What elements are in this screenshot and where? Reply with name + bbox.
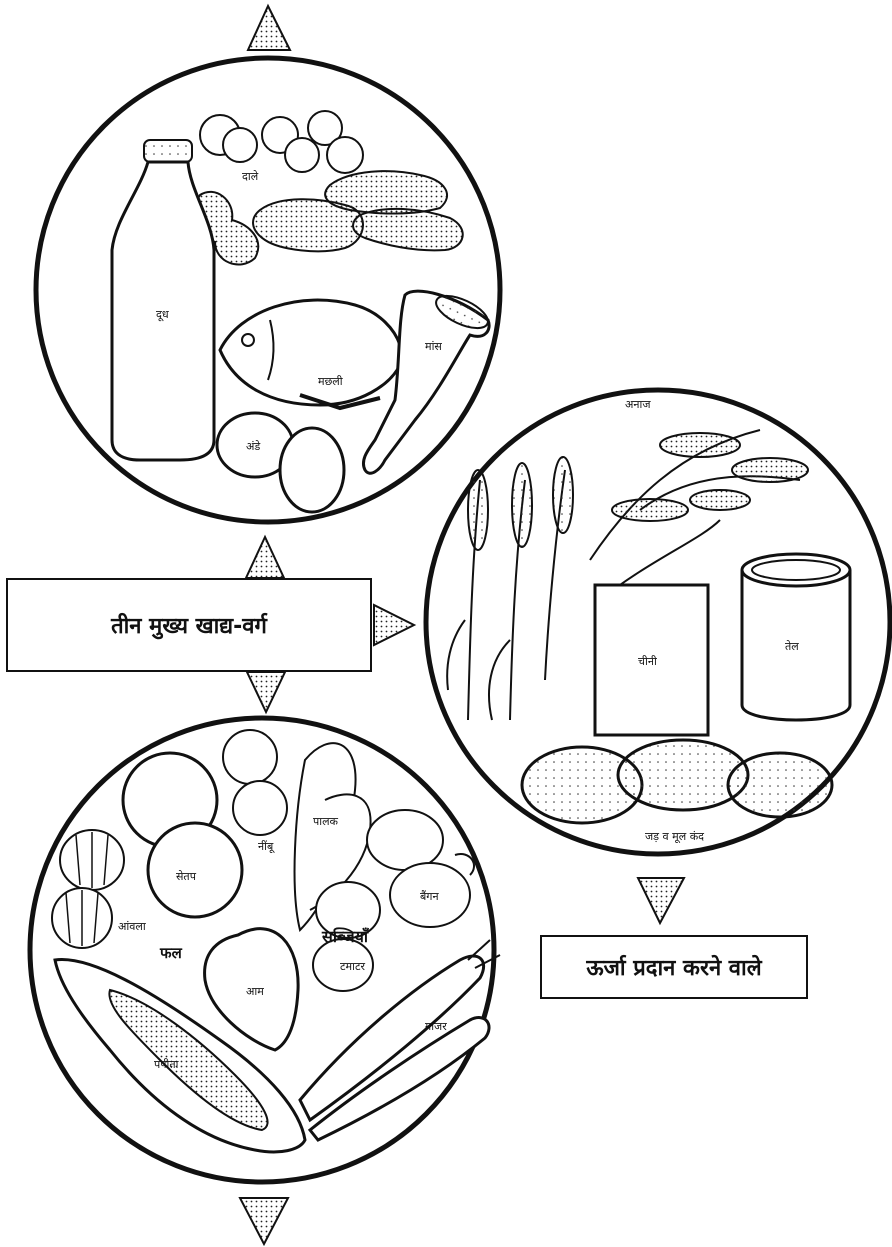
energy-caption-box: ऊर्जा प्रदान करने वाले (540, 935, 808, 999)
grain-label: अनाज (625, 398, 651, 411)
papaya-label: पपीता (154, 1058, 179, 1071)
lemon-label: नींबू (258, 840, 275, 854)
carrot-label: गाजर (425, 1020, 447, 1033)
spinach-label: पालक (313, 815, 339, 828)
sugar-label: चीनी (638, 655, 657, 668)
potatoes-illustration (522, 740, 832, 823)
milk-label: दूध (156, 308, 169, 322)
arrow-down-bottom (240, 1198, 288, 1244)
center-title-box: तीन मुख्य खाद्य-वर्ग (6, 578, 372, 672)
energy-foods-circle: अनाज चीनी तेल जड़ व मूल कंद (426, 390, 890, 854)
oil-can-illustration (742, 554, 850, 720)
arrow-down-energy (638, 878, 684, 923)
oil-label: तेल (785, 640, 799, 653)
arrow-up-top (248, 6, 290, 50)
vegetables-label: सब्जियाँ (321, 927, 370, 946)
energy-caption: ऊर्जा प्रदान करने वाले (586, 952, 761, 982)
protective-foods-circle: सेतप नींबू पालक आंवला बैंगन (30, 718, 500, 1182)
brinjal-label: बैंगन (420, 890, 439, 903)
mango-label: आम (246, 985, 264, 998)
arrow-down-center (247, 672, 285, 712)
fish-label: मछली (318, 375, 343, 388)
arrow-up-center (246, 537, 284, 578)
apple-label: सेतप (176, 870, 197, 883)
arrow-right-center (374, 605, 414, 645)
roots-label: जड़ व मूल कंद (645, 830, 704, 844)
eggs-label: अंडे (246, 440, 260, 453)
protein-foods-circle: दाले दूध मछली मांस (36, 58, 500, 522)
meat-label: मांस (425, 340, 442, 353)
fruits-label: फल (159, 944, 183, 962)
tomato-label: टमाटर (340, 960, 366, 973)
amla-label: आंवला (118, 920, 146, 933)
center-title: तीन मुख्य खाद्य-वर्ग (111, 610, 267, 640)
dal-label: दाले (242, 170, 259, 183)
